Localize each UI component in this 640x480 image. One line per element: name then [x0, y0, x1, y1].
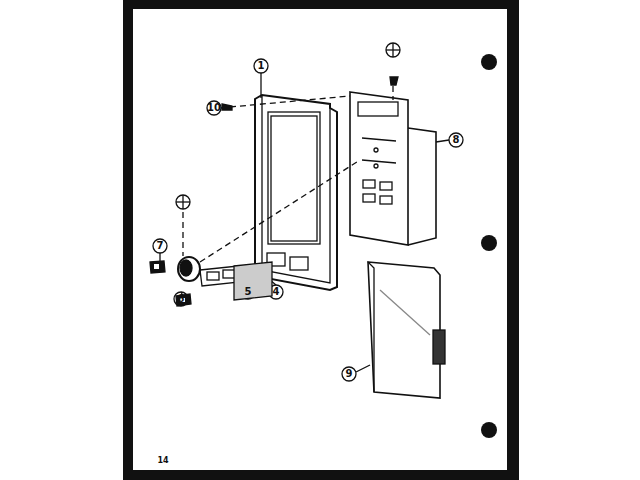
callout-number: 6 — [178, 294, 185, 304]
callout-number: 10 — [207, 103, 221, 113]
callout-number: 7 — [157, 241, 164, 251]
callout-number: 9 — [346, 369, 353, 379]
page-number: 14 — [157, 457, 168, 465]
callout-number: 4 — [273, 287, 280, 297]
callout-number: 1 — [258, 61, 265, 71]
callout-number: 5 — [245, 287, 252, 297]
callout-number: 8 — [453, 135, 460, 145]
